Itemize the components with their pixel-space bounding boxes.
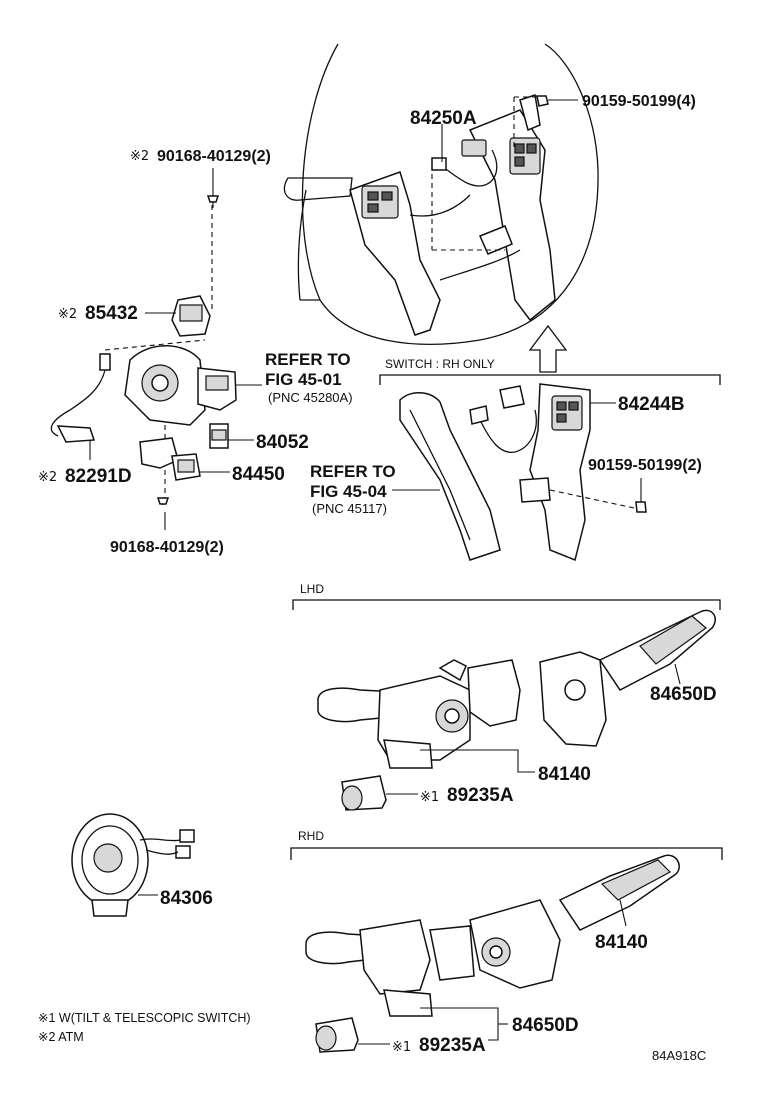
section-switch-rh-only: SWITCH : RH ONLY [385, 357, 495, 371]
label-84450: 84450 [232, 464, 285, 485]
label-84650D-lhd: 84650D [650, 684, 717, 705]
footnote-2: ※2 ATM [38, 1030, 84, 1044]
mark-note2-c: ※2 [38, 470, 57, 485]
ref1-pnc: (PNC 45280A) [268, 390, 353, 405]
label-84140-lhd: 84140 [538, 764, 591, 785]
label-84140-rhd: 84140 [595, 932, 648, 953]
label-90168-40129-top: 90168-40129(2) [157, 148, 271, 165]
lock-assembly-illustration [50, 195, 237, 530]
label-82291D: 82291D [65, 466, 132, 487]
label-84250A: 84250A [410, 108, 477, 129]
spiral-cable-illustration [71, 813, 195, 917]
steering-wheel-illustration [283, 43, 599, 373]
mark-note1-lhd: ※1 [420, 790, 439, 805]
lhd-combination-switch-illustration [317, 609, 716, 811]
ref2-line1: REFER TO [310, 462, 396, 481]
footnote-1: ※1 W(TILT & TELESCOPIC SWITCH) [38, 1011, 251, 1025]
label-90159-50199-4: 90159-50199(4) [582, 93, 696, 110]
label-85432: 85432 [85, 303, 138, 324]
switch-rh-illustration [399, 383, 647, 562]
label-89235A-rhd: 89235A [419, 1035, 486, 1056]
diagram-code: 84A918C [652, 1048, 706, 1063]
label-89235A-lhd: 89235A [447, 785, 514, 806]
section-rhd: RHD [298, 829, 324, 843]
ref1-line2: FIG 45-01 [265, 370, 342, 389]
label-84306: 84306 [160, 888, 213, 909]
mark-note2-a: ※2 [130, 149, 149, 164]
mark-note1-rhd: ※1 [392, 1040, 411, 1055]
label-90168-40129-bottom: 90168-40129(2) [110, 539, 224, 556]
section-lhd: LHD [300, 582, 324, 596]
label-84052: 84052 [256, 432, 309, 453]
rhd-combination-switch-illustration [305, 854, 680, 1053]
label-90159-50199-2: 90159-50199(2) [588, 457, 702, 474]
ref2-pnc: (PNC 45117) [312, 501, 387, 516]
label-84650D-rhd: 84650D [512, 1015, 579, 1036]
mark-note2-b: ※2 [58, 307, 77, 322]
ref1-line1: REFER TO [265, 350, 351, 369]
label-84244B: 84244B [618, 394, 685, 415]
ref2-line2: FIG 45-04 [310, 482, 387, 501]
